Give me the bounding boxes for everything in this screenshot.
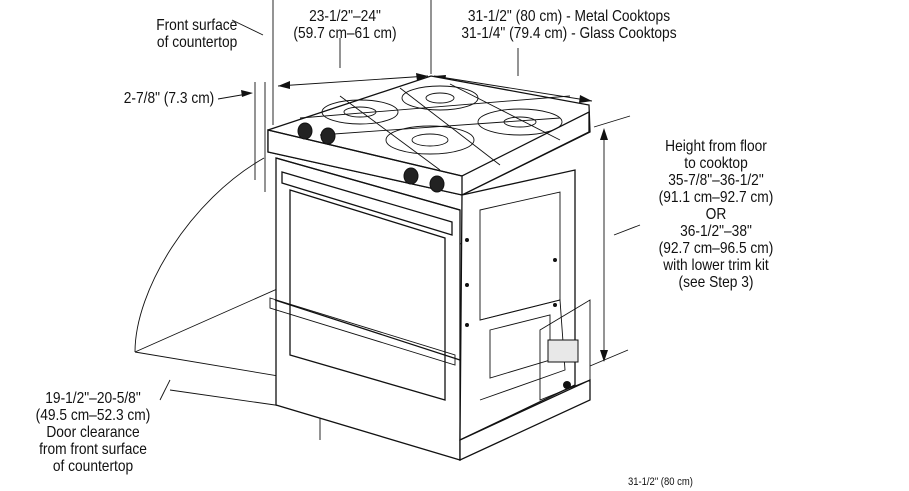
depth-dimension-label: 23-1/2"–24" (59.7 cm–61 cm)	[293, 8, 397, 42]
dimension-lines	[217, 0, 641, 367]
door-clearance-label: 19-1/2"–20-5/8" (49.5 cm–52.3 cm) Door c…	[35, 390, 151, 475]
offset-dimension-label: 2-7/8" (7.3 cm)	[123, 90, 214, 107]
height-dimension-label: Height from floor to cooktop 35-7/8"–36-…	[658, 138, 774, 291]
range	[267, 75, 591, 462]
front-surface-label: Front surface of countertop	[155, 17, 237, 51]
width-dimension-label: 31-1/2" (80 cm) - Metal Cooktops 31-1/4"…	[461, 8, 677, 42]
